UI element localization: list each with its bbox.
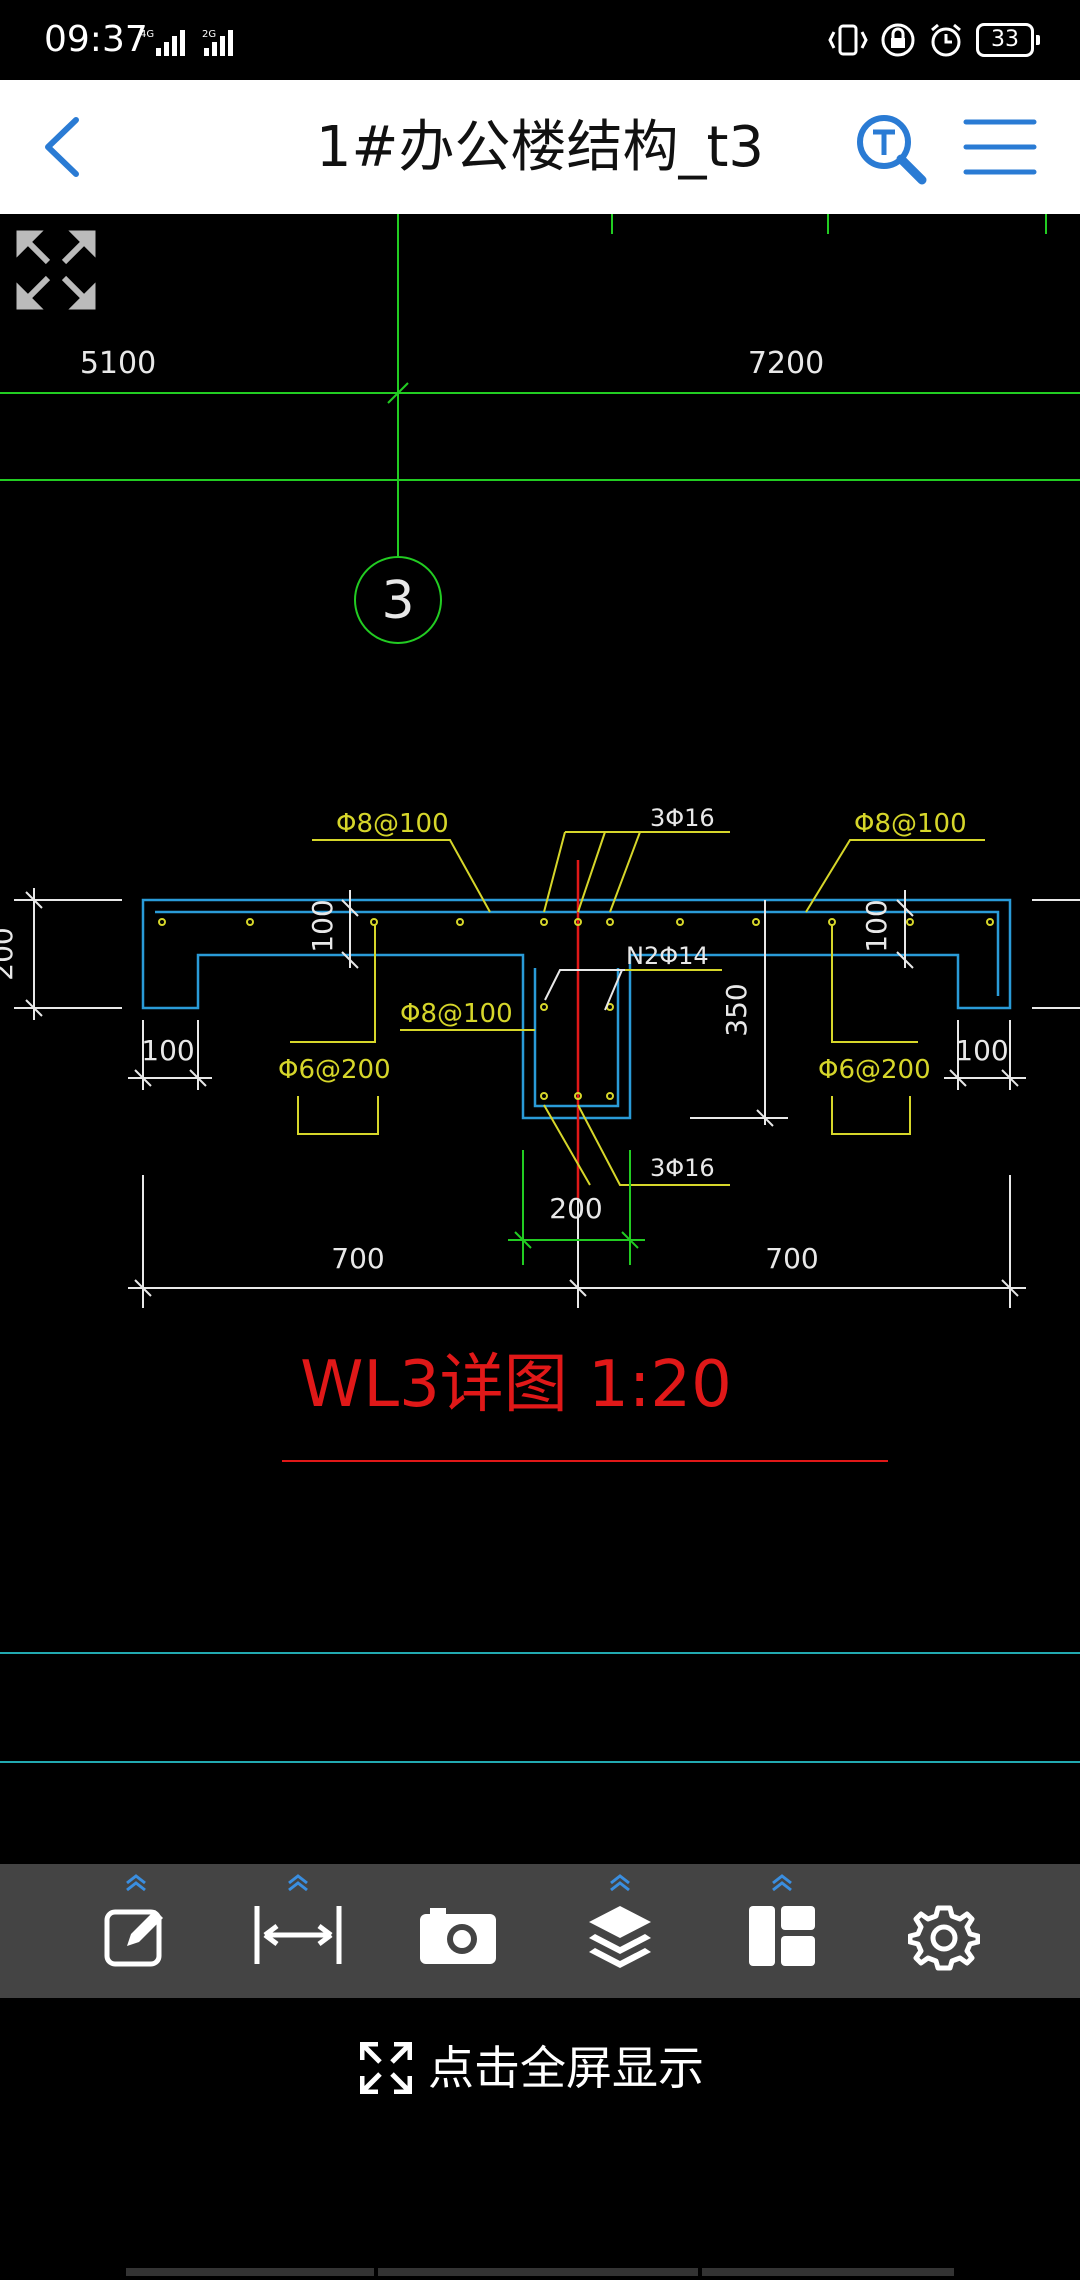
- svg-text:4G: 4G: [140, 29, 154, 40]
- dim-label: 100: [141, 1034, 194, 1067]
- dim-label: 100: [306, 899, 339, 952]
- rebar-label: 3Φ16: [650, 804, 715, 832]
- menu-button[interactable]: [962, 116, 1038, 178]
- measure-tool-button[interactable]: [248, 1864, 348, 1998]
- fullscreen-label: 点击全屏显示: [428, 2041, 704, 2095]
- dim-top-left: 5100: [80, 346, 156, 381]
- expand-view-icon[interactable]: [14, 228, 98, 312]
- text-search-button[interactable]: [852, 110, 928, 186]
- dim-label: 350: [720, 983, 753, 1036]
- camera-icon: [420, 1908, 496, 1964]
- fullscreen-button[interactable]: 点击全屏显示: [360, 2038, 704, 2098]
- layout-tool-button[interactable]: [732, 1864, 832, 1998]
- rebar-label: N2Φ14: [626, 942, 709, 970]
- signal-icon: 4G 2G: [140, 29, 233, 56]
- grid-tick: [387, 382, 409, 404]
- rebar-label: Φ8@100: [336, 809, 449, 839]
- dim-label: 100: [860, 899, 893, 952]
- chevron-up-icon[interactable]: [608, 1874, 632, 1892]
- dim-label: 700: [765, 1242, 818, 1275]
- battery-indicator: 33: [976, 23, 1040, 57]
- beam-section-outline: [141, 898, 1012, 1120]
- lock-rotation-icon: [881, 23, 915, 57]
- beam-inner-outline: [155, 910, 1000, 1108]
- rebar-label: Φ8@100: [854, 809, 967, 839]
- text-search-icon: [857, 115, 927, 185]
- axis-circle: [354, 556, 442, 644]
- bottom-toolbar: [0, 1864, 1080, 1998]
- dim-top-right: 7200: [748, 346, 824, 381]
- fullscreen-prompt-area: 点击全屏显示: [0, 1998, 1080, 2140]
- rebar-label: Φ6@200: [818, 1055, 931, 1085]
- nav-segment: [126, 2268, 374, 2276]
- settings-tool-button[interactable]: [894, 1864, 994, 1998]
- dim-label: 700: [331, 1242, 384, 1275]
- dim-label: 100: [955, 1034, 1008, 1067]
- measure-icon: [254, 1906, 342, 1964]
- dim-label: 200: [0, 927, 19, 980]
- edit-icon: [104, 1909, 163, 1967]
- nav-segment: [702, 2268, 954, 2276]
- hamburger-icon: [963, 119, 1037, 175]
- layers-icon: [589, 1906, 651, 1968]
- page-title: 1#办公楼结构_t3: [315, 115, 765, 180]
- axis-label: 3: [381, 571, 414, 631]
- back-button[interactable]: [36, 114, 96, 180]
- app-header: 1#办公楼结构_t3: [0, 80, 1080, 214]
- chevron-up-icon[interactable]: [124, 1874, 148, 1892]
- detail-title: WL3详图 1:20: [300, 1348, 732, 1422]
- chevron-up-icon[interactable]: [770, 1874, 794, 1892]
- alarm-icon: [931, 23, 961, 57]
- vibrate-icon: [828, 24, 868, 56]
- rebar-label: Φ8@100: [400, 999, 513, 1029]
- layers-tool-button[interactable]: [570, 1864, 670, 1998]
- drawing-canvas[interactable]: 5100 7200 3: [0, 214, 1080, 1864]
- rebar-label: Φ6@200: [278, 1055, 391, 1085]
- fullscreen-icon: [360, 2042, 412, 2094]
- annotate-tool-button[interactable]: [86, 1864, 186, 1998]
- rebar-label: 3Φ16: [650, 1154, 715, 1182]
- layout-icon: [749, 1906, 815, 1966]
- nav-segment: [378, 2268, 698, 2276]
- chevron-left-icon: [45, 117, 79, 177]
- system-nav-bar: [0, 2140, 1080, 2280]
- gear-icon: [908, 1905, 980, 1971]
- status-bar: 09:37 4G 2G 4G 2G 33: [0, 0, 1080, 80]
- status-time: 09:37: [44, 19, 148, 60]
- svg-text:2G: 2G: [202, 29, 216, 40]
- snapshot-tool-button[interactable]: [408, 1864, 508, 1998]
- chevron-up-icon[interactable]: [286, 1874, 310, 1892]
- dim-label: 200: [549, 1192, 602, 1225]
- cad-drawing[interactable]: 5100 7200 3: [0, 214, 1080, 1864]
